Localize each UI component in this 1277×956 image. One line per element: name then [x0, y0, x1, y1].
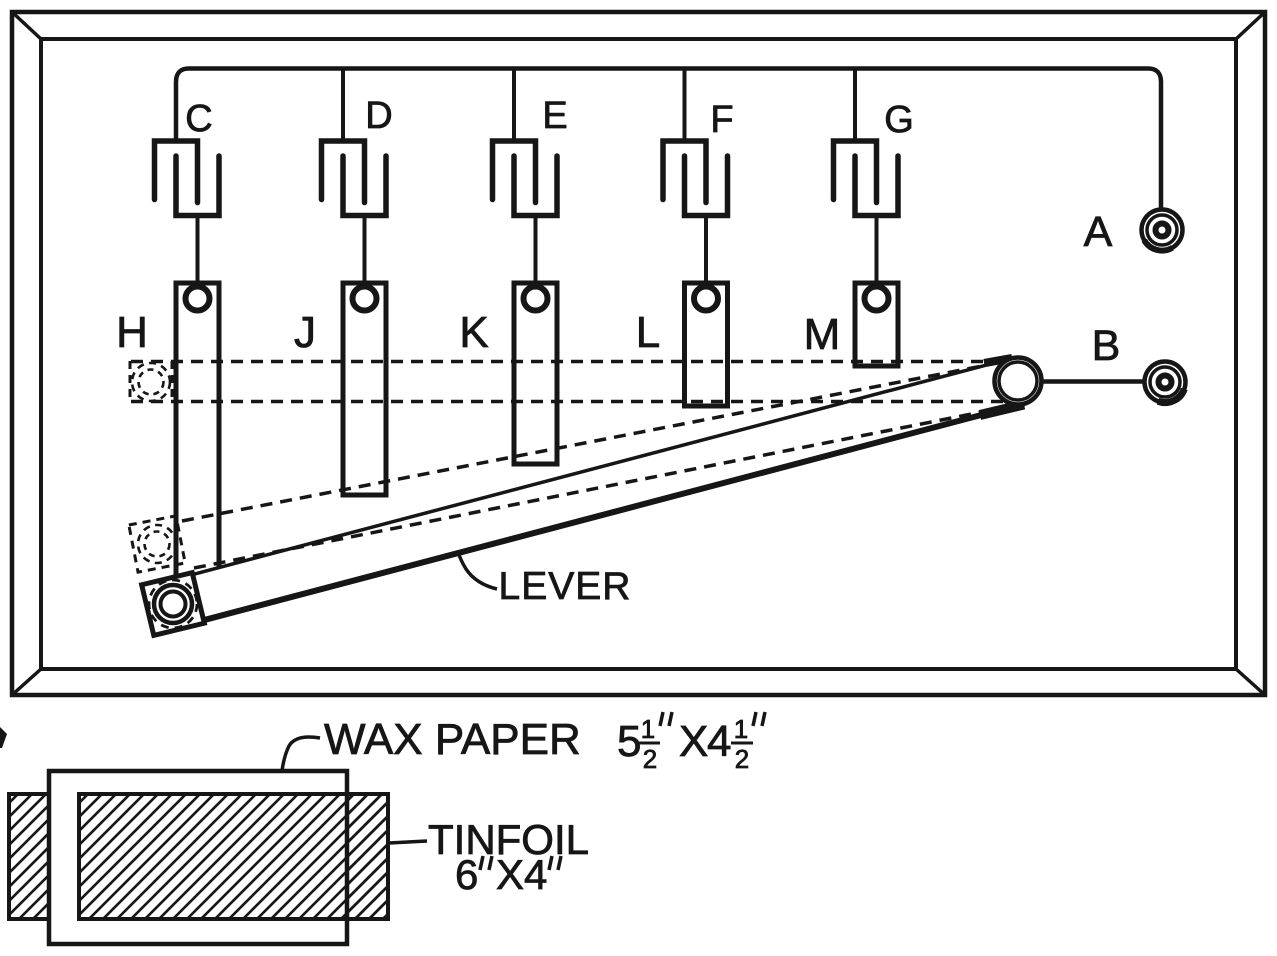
- svg-text:5: 5: [617, 717, 641, 766]
- svg-text:X: X: [496, 851, 524, 898]
- svg-text:K: K: [459, 308, 488, 357]
- svg-text:L: L: [636, 308, 660, 357]
- svg-text:H: H: [116, 308, 148, 357]
- svg-text:M: M: [804, 310, 841, 359]
- svg-text:J: J: [294, 308, 316, 357]
- svg-text:1: 1: [734, 714, 748, 744]
- svg-text:D: D: [365, 95, 392, 137]
- svg-text:4: 4: [707, 717, 731, 766]
- svg-text:2: 2: [735, 744, 749, 774]
- svg-text:2: 2: [643, 744, 657, 774]
- svg-text:F: F: [710, 99, 733, 141]
- svg-text:X: X: [679, 717, 708, 766]
- svg-text:6: 6: [455, 851, 478, 898]
- svg-text:TINFOIL: TINFOIL: [428, 816, 589, 863]
- svg-text:WAX PAPER: WAX PAPER: [324, 715, 581, 764]
- svg-text:G: G: [884, 99, 914, 141]
- svg-text:4: 4: [524, 851, 547, 898]
- svg-text:LEVER: LEVER: [499, 565, 632, 608]
- svg-text:C: C: [185, 98, 212, 140]
- svg-text:B: B: [1092, 322, 1121, 370]
- svg-text:A: A: [1084, 208, 1113, 256]
- svg-text:E: E: [542, 95, 567, 137]
- svg-text:1: 1: [641, 714, 655, 744]
